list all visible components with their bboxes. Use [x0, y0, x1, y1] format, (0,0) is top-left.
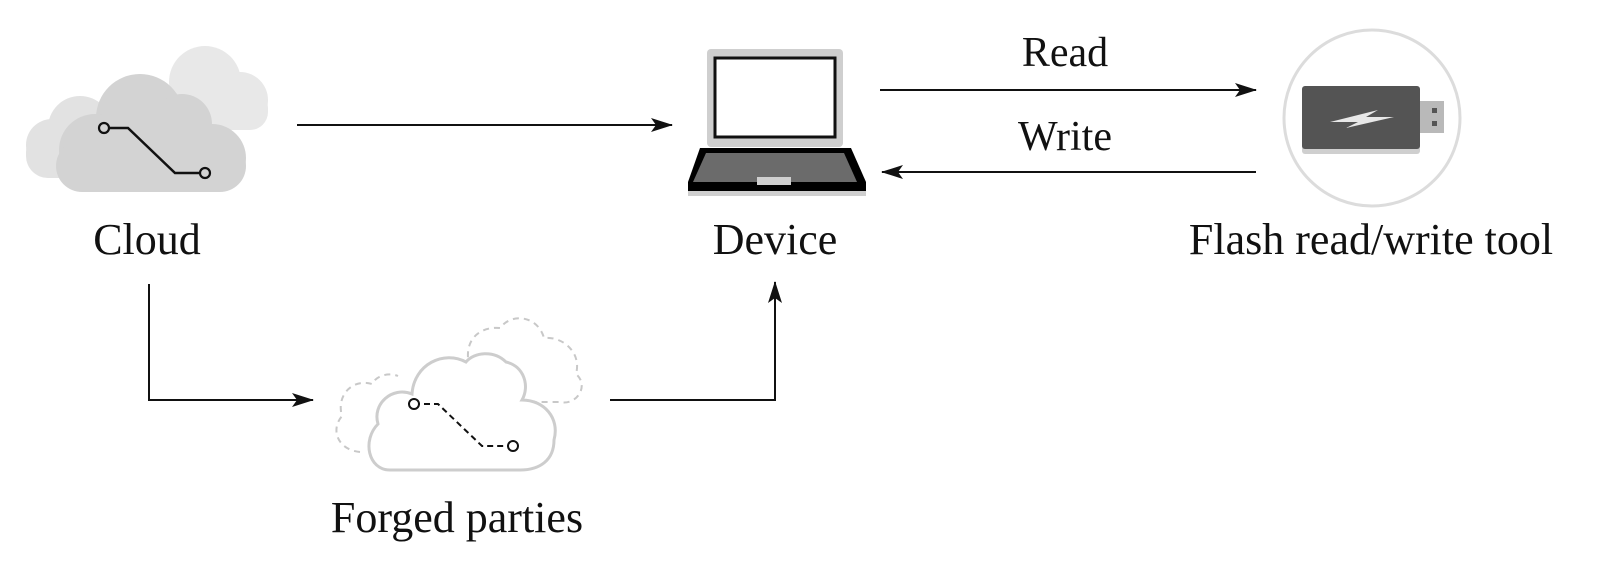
device-label: Device [712, 215, 838, 264]
laptop-icon [688, 49, 866, 196]
forged-cloud-icon [335, 317, 583, 472]
read-edge-label: Read [1021, 30, 1109, 76]
cloud-label: Cloud [93, 215, 201, 264]
usb-drive-icon [1282, 28, 1462, 208]
arrow-forged-to-device [610, 281, 782, 401]
write-edge-label: Write [1018, 114, 1112, 160]
cloud-icon [26, 46, 268, 192]
forged-parties-label: Forged parties [330, 493, 584, 542]
flash-tool-label: Flash read/write tool [1188, 215, 1554, 264]
arrow-cloud-to-forged [148, 284, 314, 407]
